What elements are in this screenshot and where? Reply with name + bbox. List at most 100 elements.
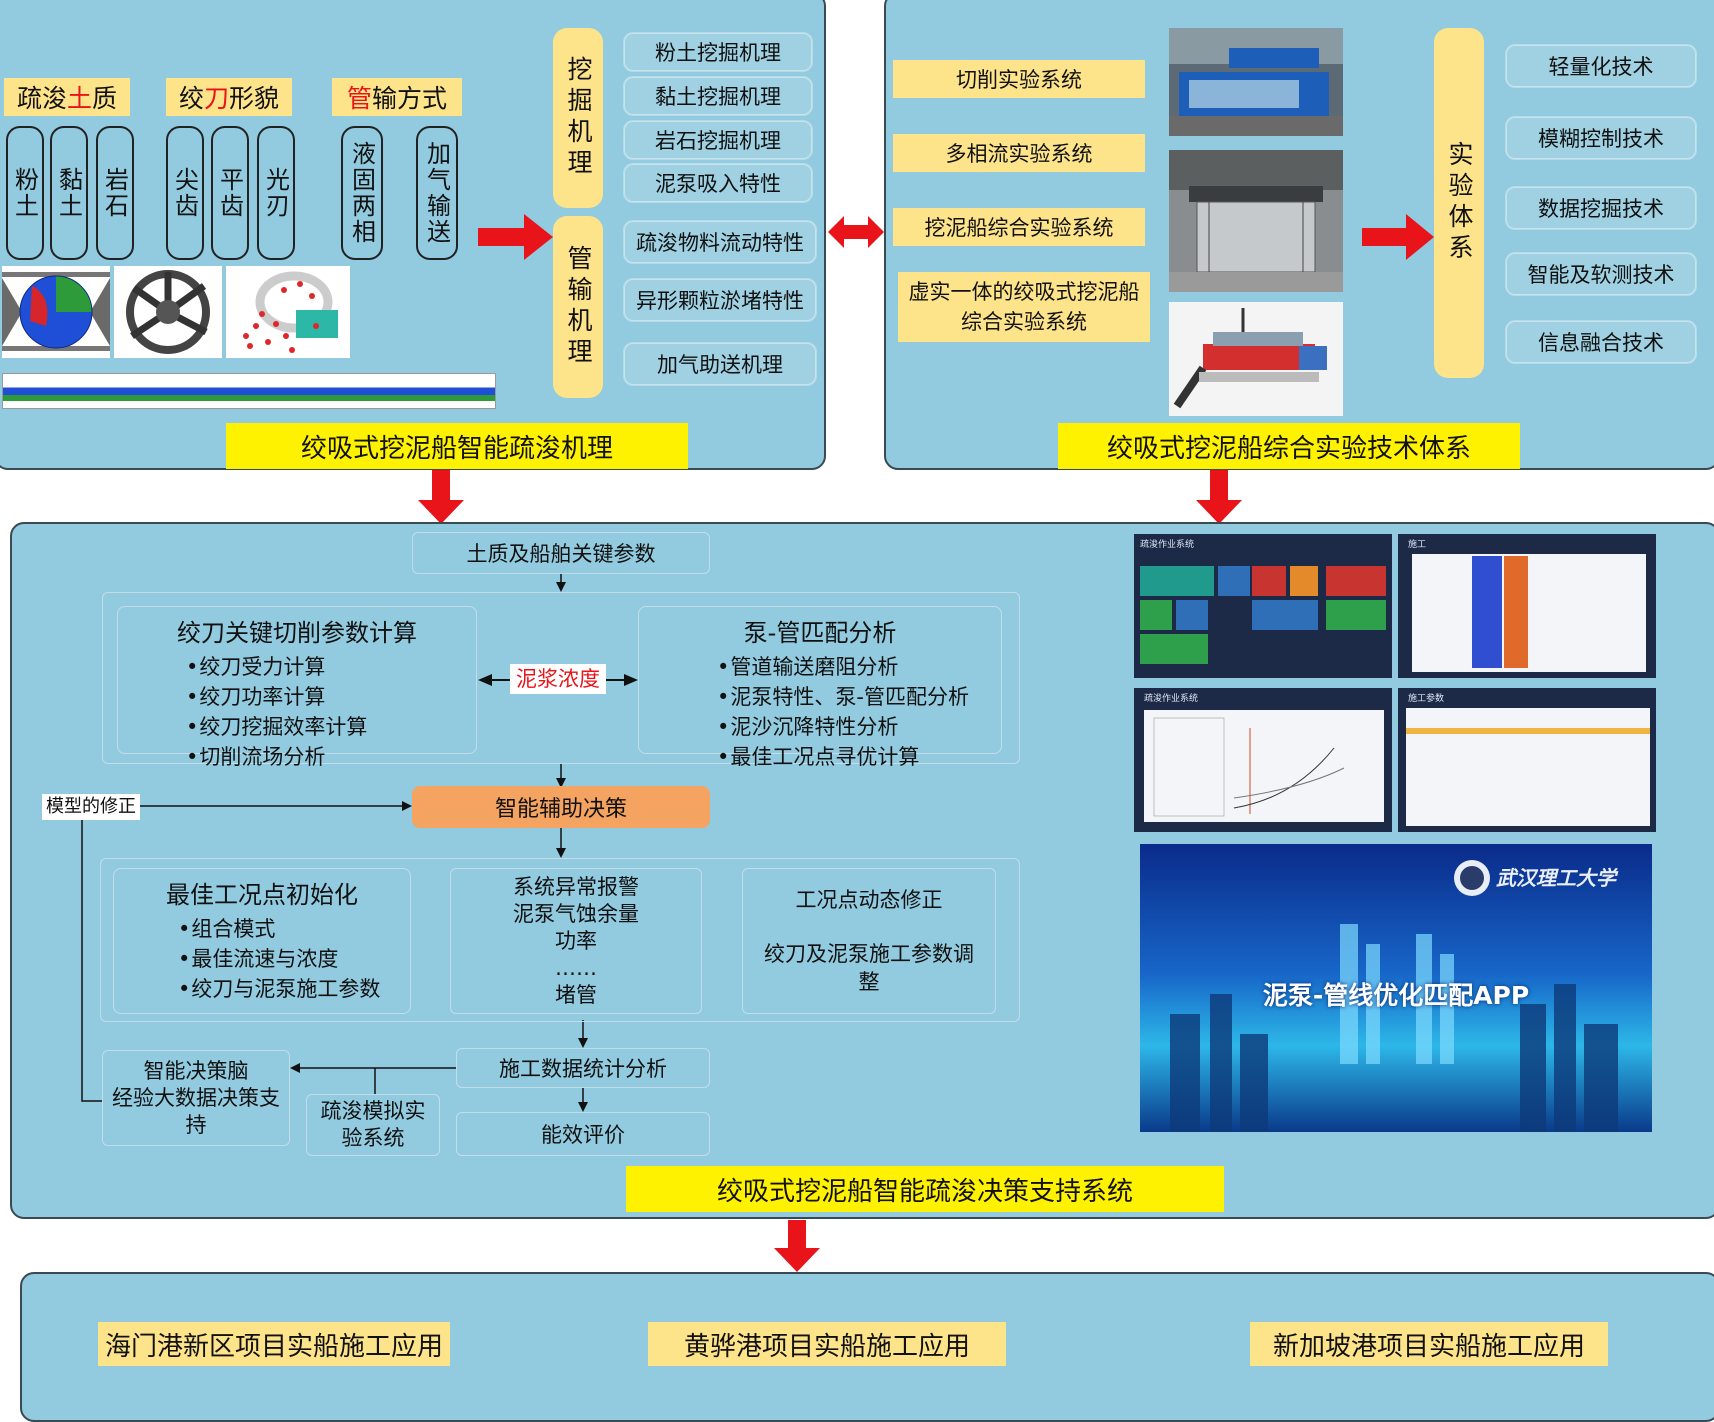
alarm-line: 系统异常报警 xyxy=(513,874,639,899)
screen-title: 疏浚作业系统 xyxy=(1140,540,1195,550)
box-dredging-simulation: 疏浚模拟实 验系统 xyxy=(306,1094,440,1156)
label-slurry-concentration: 泥浆浓度 xyxy=(510,664,606,694)
tag-cutter: 绞刀形貌 xyxy=(166,78,292,116)
group-operation xyxy=(100,858,1020,1022)
alarm-line: 功率 xyxy=(555,928,597,953)
panel1-title: 绞吸式挖泥船智能疏浚机理 xyxy=(226,423,688,469)
arrow-down-2 xyxy=(1196,470,1242,524)
tech-info-fusion: 信息融合技术 xyxy=(1505,320,1697,364)
pill-smooth-blade: 光刃 xyxy=(257,126,295,260)
init-heading: 最佳工况点初始化 xyxy=(166,881,358,909)
sim-line: 验系统 xyxy=(341,1126,405,1150)
caption-experiment-system: 实验体系 xyxy=(1434,28,1484,378)
alarm-line: …… xyxy=(555,955,597,980)
brain-line: 智能决策脑 xyxy=(143,1058,249,1083)
correction-line: 工况点动态修正 xyxy=(795,888,943,912)
app-banner: 武汉理工大学 泥泵-管线优化匹配APP xyxy=(1140,844,1652,1132)
app-singapore: 新加坡港项目实船施工应用 xyxy=(1250,1322,1608,1366)
app-huanghua: 黄骅港项目实船施工应用 xyxy=(648,1322,1006,1366)
cutter-calc-item: 绞刀受力计算 xyxy=(196,652,476,682)
screen-dredging-system-1: 疏浚作业系统 xyxy=(1134,534,1392,678)
pill-two-phase: 液固两相 xyxy=(341,126,383,260)
sim-line: 疏浚模拟实 xyxy=(320,1099,426,1123)
init-item: 最佳流速与浓度 xyxy=(188,944,410,974)
cutter-calc-item: 切削流场分析 xyxy=(196,742,476,772)
arrow-down-3 xyxy=(774,1220,820,1272)
pump-pipe-item: 管道输送磨阻分析 xyxy=(727,652,1001,682)
screen-title: 施工 xyxy=(1408,540,1427,550)
item-particle-clogging: 异形颗粒淤堵特性 xyxy=(623,278,817,322)
box-decision-brain: 智能决策脑 经验大数据决策支 持 xyxy=(102,1050,290,1146)
sim-image-cutterhead xyxy=(114,266,222,358)
tech-lightweight: 轻量化技术 xyxy=(1505,44,1697,88)
arrow-double xyxy=(828,216,884,248)
box-operating-point-init: 最佳工况点初始化 组合模式 最佳流速与浓度 绞刀与泥泵施工参数 xyxy=(113,868,411,1014)
tag-soil: 疏浚土质 xyxy=(4,78,130,116)
item-aerated-transport: 加气助送机理 xyxy=(623,342,817,386)
sim-image-flowfield xyxy=(226,266,350,358)
brain-line: 经验大数据决策支 xyxy=(112,1085,280,1110)
cutter-calc-item: 绞刀功率计算 xyxy=(196,682,476,712)
box-pump-pipe: 泵-管匹配分析 管道输送磨阻分析 泥泵特性、泵-管匹配分析 泥沙沉降特性分析 最… xyxy=(638,606,1002,769)
system-cutting: 切削实验系统 xyxy=(893,60,1145,98)
pump-pipe-item: 泥泵特性、泵-管匹配分析 xyxy=(727,682,1001,712)
pill-pointed-tooth: 尖齿 xyxy=(166,126,204,260)
tech-intelligent-soft-sensing: 智能及软测技术 xyxy=(1505,252,1697,296)
photo-virtual-model xyxy=(1169,302,1343,416)
pill-silt: 粉土 xyxy=(6,126,44,260)
box-energy-eval: 能效评价 xyxy=(456,1112,710,1156)
pill-rock: 岩石 xyxy=(96,126,134,260)
box-cutter-calc: 绞刀关键切削参数计算 绞刀受力计算 绞刀功率计算 绞刀挖掘效率计算 切削流场分析 xyxy=(117,606,477,769)
sim-image-pipeline xyxy=(2,373,496,409)
pump-pipe-item: 泥沙沉降特性分析 xyxy=(727,712,1001,742)
caption-pipe-transport: 管输机理 xyxy=(553,216,603,398)
arrow-down-1 xyxy=(418,470,464,524)
app-logo-text: 武汉理工大学 xyxy=(1496,866,1616,890)
tech-fuzzy-control: 模糊控制技术 xyxy=(1505,116,1697,160)
item-clay-excavation: 黏土挖掘机理 xyxy=(623,76,813,116)
photo-multiphase-rig xyxy=(1169,150,1343,292)
pill-flat-tooth: 平齿 xyxy=(211,126,249,260)
correction-line: 绞刀及泥泵施工参数调 xyxy=(764,942,974,966)
group-calculation xyxy=(102,592,1020,764)
brain-line: 持 xyxy=(185,1112,207,1137)
pill-aerated: 加气输送 xyxy=(416,126,458,260)
box-intelligent-decision: 智能辅助决策 xyxy=(412,786,710,828)
init-item: 组合模式 xyxy=(188,914,410,944)
system-dredger-integrated: 挖泥船综合实验系统 xyxy=(893,208,1145,246)
arrow-right-2 xyxy=(1362,214,1434,260)
system-virtual-real: 虚实一体的绞吸式挖泥船综合实验系统 xyxy=(898,272,1150,342)
pump-pipe-item: 最佳工况点寻优计算 xyxy=(727,742,1001,772)
item-silt-excavation: 粉土挖掘机理 xyxy=(623,32,813,72)
init-item: 绞刀与泥泵施工参数 xyxy=(188,974,410,1004)
box-soil-ship-params: 土质及船舶关键参数 xyxy=(412,532,710,574)
item-pump-suction: 泥泵吸入特性 xyxy=(623,163,813,203)
correction-line: 整 xyxy=(858,970,880,994)
panel3-title: 绞吸式挖泥船智能疏浚决策支持系统 xyxy=(626,1166,1224,1212)
screen-title: 疏浚作业系统 xyxy=(1144,694,1199,704)
alarm-line: 堵管 xyxy=(555,982,597,1007)
screen-dredging-system-2: 疏浚作业系统 xyxy=(1134,688,1392,832)
screen-construction: 施工 xyxy=(1398,534,1656,678)
arrow-right-1 xyxy=(478,214,553,260)
pump-pipe-heading: 泵-管匹配分析 xyxy=(743,619,897,647)
app-title: 泥泵-管线优化匹配APP xyxy=(1262,981,1530,1010)
cutter-calc-heading: 绞刀关键切削参数计算 xyxy=(177,619,417,647)
screen-title: 施工参数 xyxy=(1408,694,1445,704)
box-construction-stats: 施工数据统计分析 xyxy=(456,1048,710,1088)
alarm-line: 泥泵气蚀余量 xyxy=(513,901,639,926)
sim-image-particles xyxy=(2,266,110,358)
box-dynamic-correction: 工况点动态修正 绞刀及泥泵施工参数调 整 xyxy=(742,868,996,1014)
tag-pipe: 管输方式 xyxy=(332,78,462,116)
item-material-flow: 疏浚物料流动特性 xyxy=(623,220,817,264)
tech-data-mining: 数据挖掘技术 xyxy=(1505,186,1697,230)
label-model-correction: 模型的修正 xyxy=(42,794,140,820)
app-haimen: 海门港新区项目实船施工应用 xyxy=(98,1322,450,1366)
photo-cutting-rig xyxy=(1169,28,1343,136)
screen-construction-params: 施工参数 xyxy=(1398,688,1656,832)
cutter-calc-item: 绞刀挖掘效率计算 xyxy=(196,712,476,742)
pill-clay: 黏土 xyxy=(50,126,88,260)
box-anomaly-alarm: 系统异常报警 泥泵气蚀余量 功率 …… 堵管 xyxy=(450,868,702,1014)
panel2-title: 绞吸式挖泥船综合实验技术体系 xyxy=(1058,423,1520,469)
